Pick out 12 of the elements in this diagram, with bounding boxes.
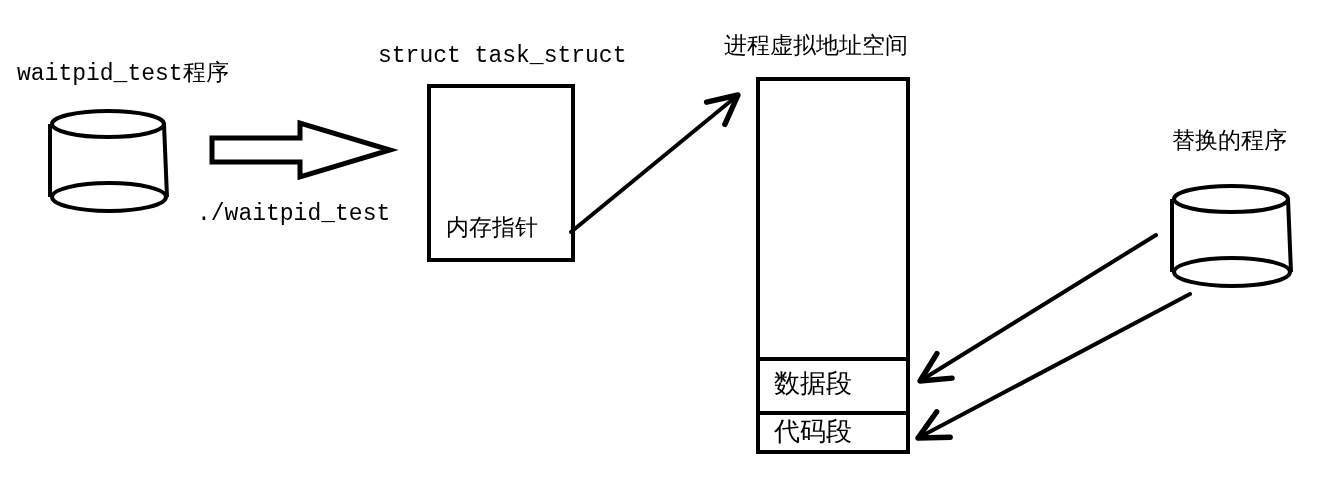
arrow <box>915 292 1192 441</box>
node-heading: 替换的程序 <box>1172 128 1287 156</box>
block-arrow <box>209 119 399 181</box>
field-label: 内存指针 <box>446 215 538 243</box>
segment-cell: 代码段 <box>756 411 910 455</box>
node-heading: struct task_struct <box>378 42 627 70</box>
node-heading: waitpid_test程序 <box>17 60 229 88</box>
segment-cell: 数据段 <box>756 357 910 413</box>
arrow <box>917 233 1158 384</box>
node-heading: 进程虚拟地址空间 <box>724 33 908 61</box>
edge-label: ./waitpid_test <box>197 200 391 228</box>
arrow <box>569 92 741 234</box>
